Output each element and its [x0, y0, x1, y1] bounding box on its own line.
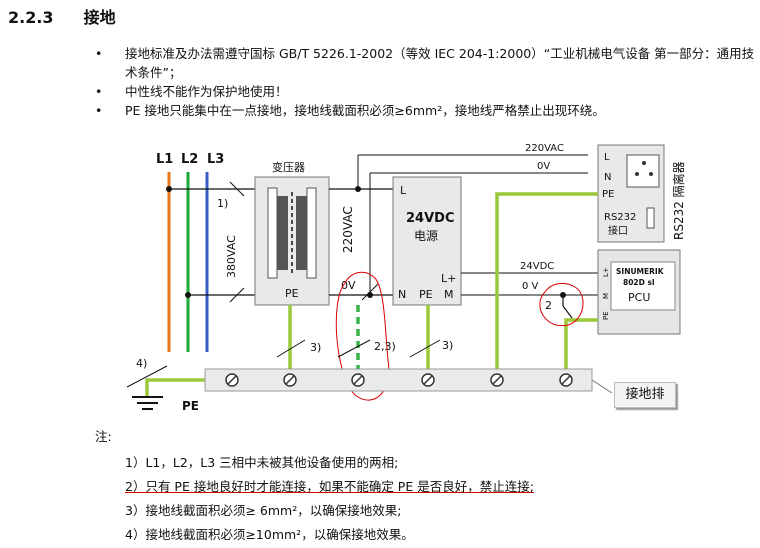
isolator-n-label: N — [604, 172, 611, 183]
notes-section: 注: 1）L1，L2，L3 三相中未被其他设备使用的两相; 2）只有 PE 接地… — [95, 426, 534, 547]
isolator-l-label: L — [604, 152, 610, 163]
transformer-pe-label: PE — [285, 287, 299, 300]
pcu-m-label: M — [602, 293, 610, 299]
voltage-380-label: 380VAC — [225, 235, 238, 278]
wire-24vdc-label: 24VDC — [520, 261, 554, 272]
psu-l-label: L — [400, 184, 407, 197]
note-item: 4）接地线截面积必须≥10mm²，以确保接地效果。 — [125, 527, 414, 542]
psu-pe-label: PE — [419, 288, 433, 301]
ground-bar — [204, 368, 593, 392]
power-socket-icon — [626, 154, 660, 188]
isolator-title: RS232 隔离器 — [671, 161, 686, 240]
grounding-wiring-diagram: L1 L2 L3 1) 380VAC 变压器 PE 220VAC 0V 220V… — [126, 143, 686, 413]
psu-m-label: M — [444, 288, 454, 301]
section-heading: 2.2.3 接地 — [8, 4, 116, 28]
section-number: 2.2.3 — [8, 8, 54, 27]
isolator-pe-label: PE — [602, 189, 614, 200]
ground-bar-terminals — [225, 373, 573, 387]
note-mark-23: 2,3) — [374, 340, 396, 353]
psu-n-label: N — [398, 288, 406, 301]
pe-wires — [145, 192, 598, 396]
psu-lplus-label: L+ — [441, 272, 456, 285]
isolator-port-label: 接口 — [608, 224, 628, 237]
pcu-pe-label: PE — [602, 311, 610, 320]
note-mark-3a: 3) — [310, 341, 321, 354]
bullet-item: 中性线不能作为保护地使用！ — [95, 82, 755, 101]
psu-subtitle: 电源 — [414, 229, 438, 243]
transformer-label: 变压器 — [272, 160, 305, 174]
note-item: 1）L1，L2，L3 三相中未被其他设备使用的两相; — [125, 455, 399, 470]
note-mark-2: 2 — [545, 299, 552, 312]
earth-ground-icon — [132, 396, 163, 410]
psu-title: 24VDC — [406, 211, 454, 226]
top-0v-label: 0V — [537, 161, 550, 172]
ground-bar-label: 接地排 — [614, 382, 676, 408]
pcu-lplus-label: L+ — [602, 267, 610, 277]
note-item: 3）接地线截面积必须≥ 6mm²，以确保接地效果; — [125, 503, 402, 518]
top-220vac-label: 220VAC — [525, 143, 564, 154]
isolator-rs232-label: RS232 — [604, 212, 636, 223]
pcu-name: PCU — [628, 291, 650, 304]
note-mark-4: 4) — [136, 357, 147, 370]
wire-0v-label: 0 V — [522, 281, 539, 292]
pcu-brand: SINUMERIK — [616, 267, 665, 276]
notes-title: 注: — [95, 429, 112, 444]
phase-l3-label: L3 — [207, 152, 224, 167]
bullet-item: PE 接地只能集中在一点接地，接地线截面积必须≥6mm²，接地线严格禁止出现环绕… — [95, 101, 755, 120]
ground-pe-label: PE — [182, 399, 199, 413]
serial-port-icon — [646, 207, 655, 229]
voltage-220-label: 220VAC — [341, 206, 355, 253]
note-mark-3b: 3) — [442, 339, 453, 352]
phase-l1-label: L1 — [156, 152, 173, 167]
bullet-item: 接地标准及办法需遵守国标 GB/T 5226.1-2002（等效 IEC 204… — [95, 44, 755, 82]
section-title: 接地 — [83, 8, 116, 27]
red-highlight-circle — [539, 282, 584, 327]
note-item-highlighted: 2）只有 PE 接地良好时才能连接，如果不能确定 PE 是否良好，禁止连接; — [125, 479, 534, 494]
note-mark-1: 1) — [217, 197, 228, 210]
zero-volt-label: 0V — [341, 279, 356, 292]
pcu-model: 802D sl — [623, 278, 655, 287]
bullet-list: 接地标准及办法需遵守国标 GB/T 5226.1-2002（等效 IEC 204… — [95, 44, 755, 120]
psu-box — [392, 176, 462, 306]
phase-l2-label: L2 — [181, 152, 198, 167]
